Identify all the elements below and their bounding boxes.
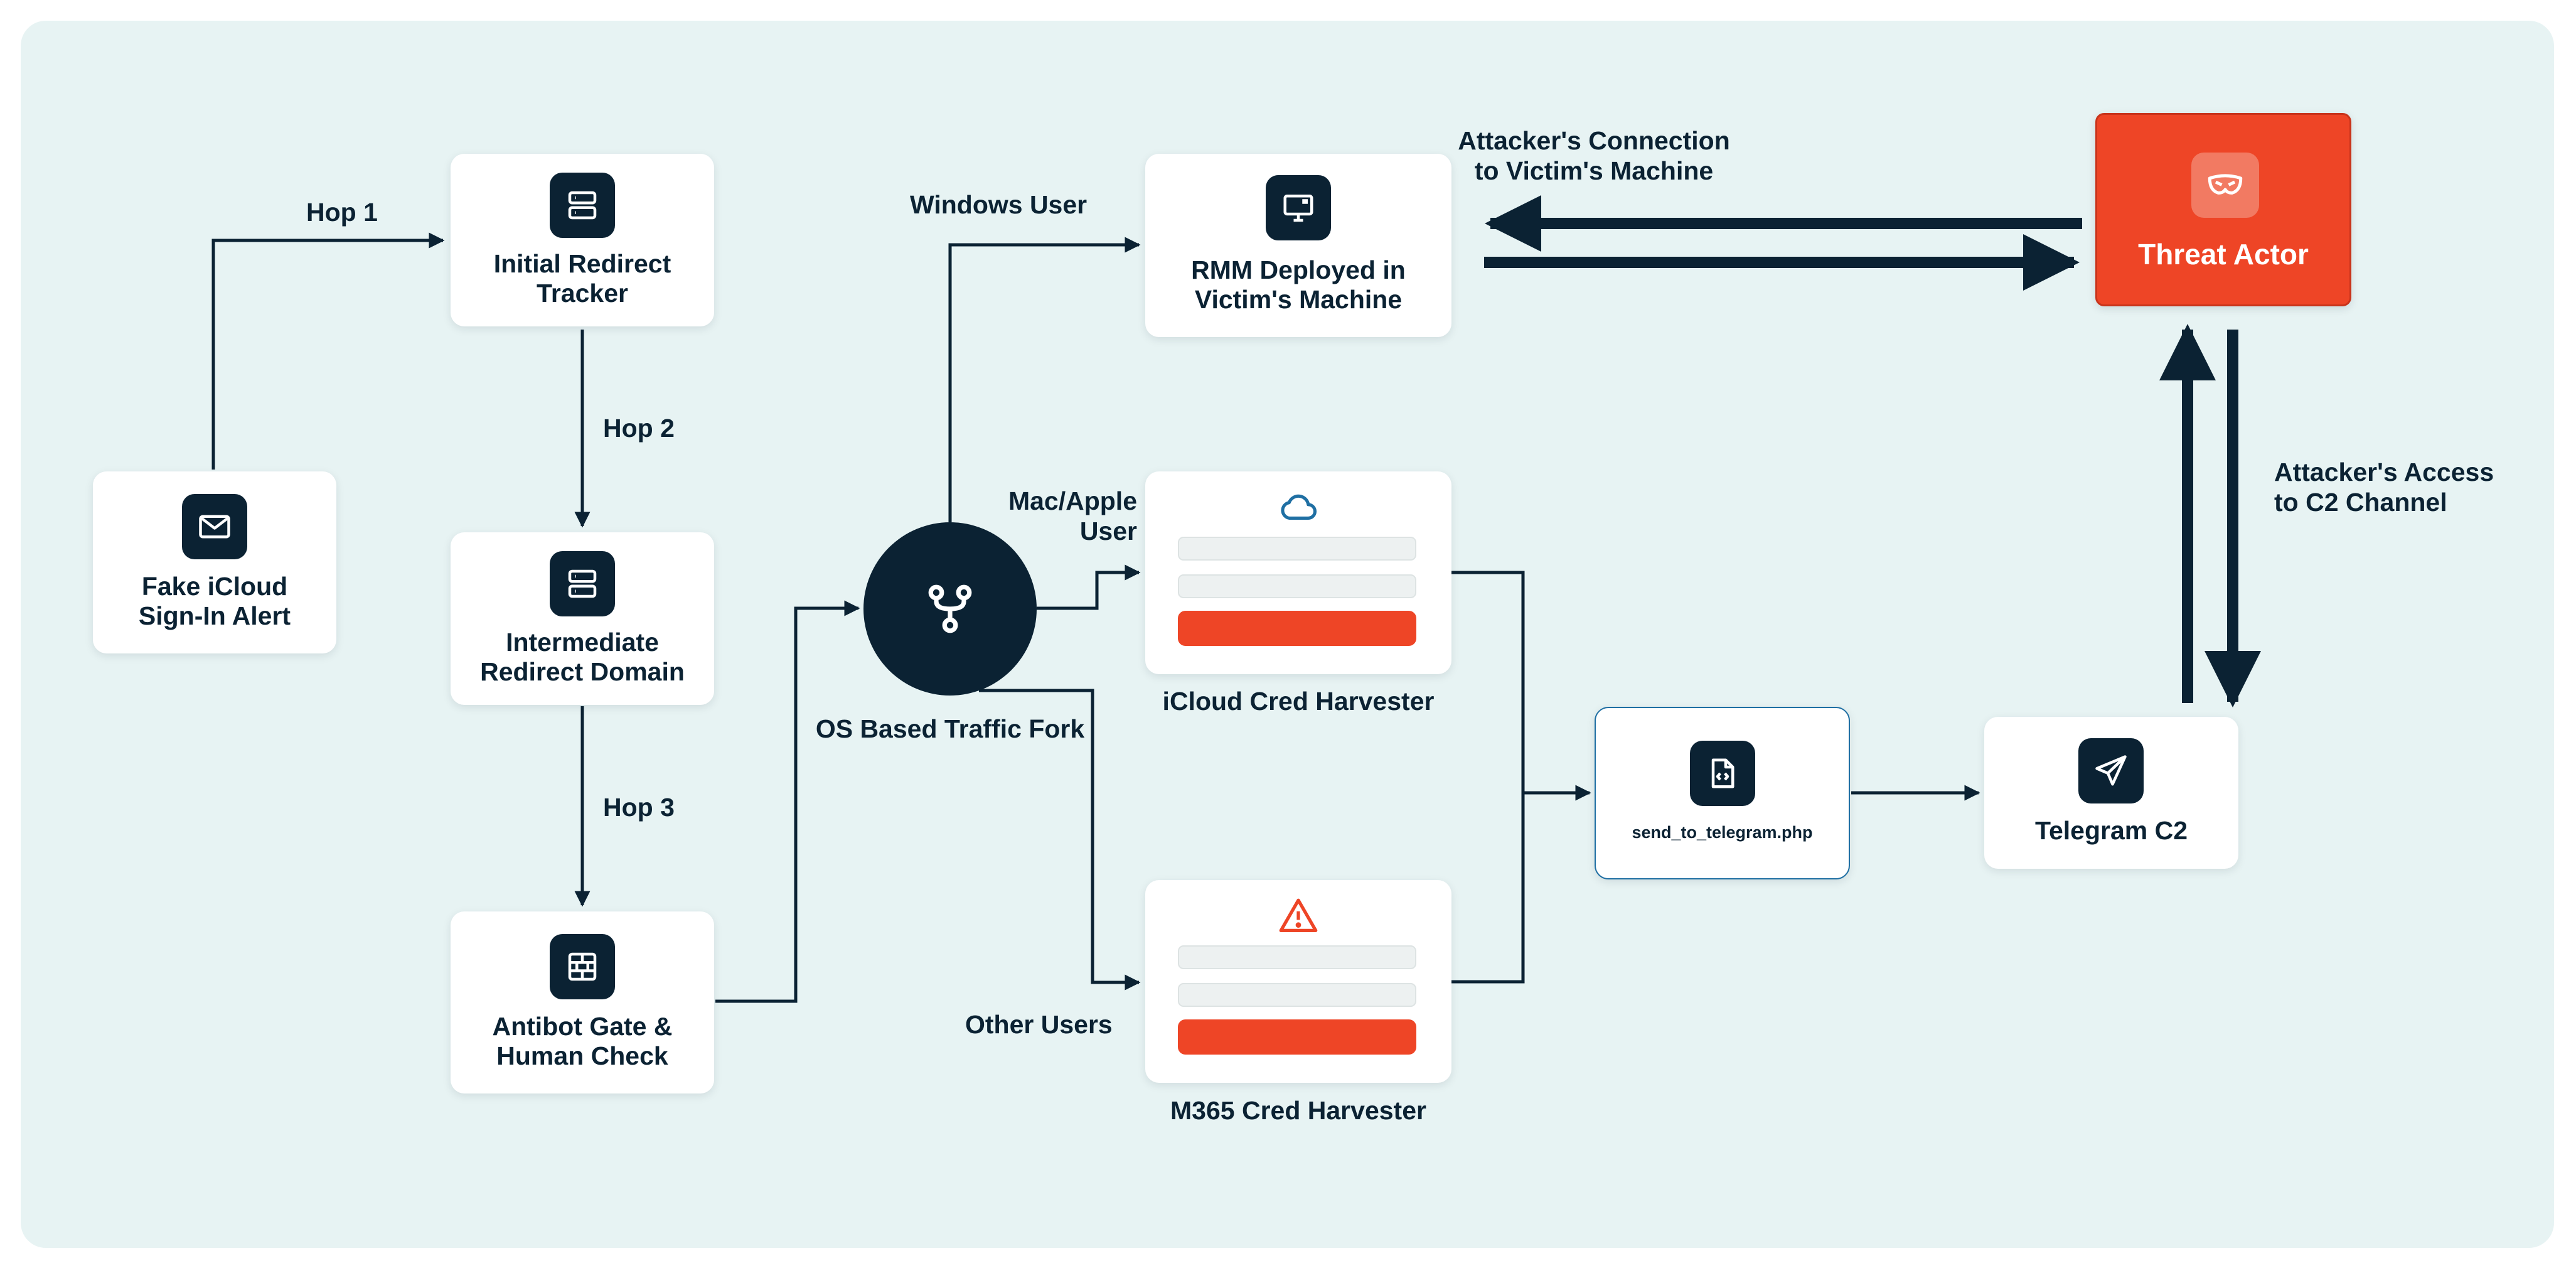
sign-in-button-placeholder [1178, 611, 1416, 646]
threat-actor-node: Threat Actor [2095, 113, 2351, 306]
other-users-label: Other Users [965, 1010, 1113, 1039]
server-icon [550, 173, 615, 238]
icloud-harvester-node [1145, 471, 1451, 674]
server-icon [550, 551, 615, 616]
password-field-placeholder [1178, 983, 1416, 1007]
intermediate-redirect-domain-label: Intermediate Redirect Domain [480, 628, 685, 686]
windows-user-label: Windows User [910, 190, 1088, 219]
icloud-harvester-label: iCloud Cred Harvester [1162, 687, 1435, 716]
fork-icon [928, 584, 972, 633]
mac-apple-user-label: Mac/Apple User [1008, 486, 1137, 545]
telegram-c2-label: Telegram C2 [2034, 816, 2188, 845]
hop3-label: Hop 3 [603, 793, 675, 822]
antibot-gate-label: Antibot Gate & Human Check [492, 1012, 673, 1070]
initial-redirect-tracker-label: Initial Redirect Tracker [493, 249, 671, 308]
firewall-icon [550, 934, 615, 999]
other-users-connector [979, 689, 1141, 991]
rmm-deployed-label: RMM Deployed in Victim's Machine [1191, 255, 1406, 314]
rmm-deployed-node: RMM Deployed in Victim's Machine [1145, 154, 1451, 337]
telegram-c2-node: Telegram C2 [1984, 717, 2238, 869]
hop1-label: Hop 1 [306, 198, 378, 227]
attacker-connection-label: Attacker's Connection to Victim's Machin… [1458, 126, 1730, 185]
antibot-gate-node: Antibot Gate & Human Check [451, 911, 714, 1093]
hop2-label: Hop 2 [603, 414, 675, 443]
username-field-placeholder [1178, 537, 1416, 561]
attacker-access-label: Attacker's Access to C2 Channel [2274, 458, 2494, 517]
cloud-icon [1281, 494, 1317, 520]
mail-icon [182, 494, 247, 559]
antibot-to-fork-connector [715, 600, 860, 1003]
threat-actor-label: Threat Actor [2138, 238, 2309, 271]
initial-redirect-tracker-node: Initial Redirect Tracker [451, 154, 714, 326]
hop1-connector [211, 232, 445, 470]
username-field-placeholder [1178, 945, 1416, 969]
send-to-telegram-php-node: send_to_telegram.php [1595, 707, 1850, 879]
icloud-to-php-connector [1451, 571, 1525, 984]
password-field-placeholder [1178, 574, 1416, 598]
windows-user-connector [948, 237, 1141, 522]
monitor-icon [1266, 175, 1331, 240]
code-file-icon [1690, 741, 1755, 806]
send-icon [2078, 738, 2144, 803]
os-traffic-fork-label: OS Based Traffic Fork [815, 714, 1085, 743]
send-to-telegram-php-label: send_to_telegram.php [1632, 823, 1813, 842]
mac-user-connector [1037, 564, 1141, 610]
m365-harvester-label: M365 Cred Harvester [1170, 1096, 1426, 1125]
sign-in-button-placeholder [1178, 1019, 1416, 1055]
mask-icon [2191, 153, 2259, 218]
fake-icloud-alert-label: Fake iCloud Sign-In Alert [138, 572, 291, 630]
fake-icloud-alert-node: Fake iCloud Sign-In Alert [93, 471, 336, 653]
os-traffic-fork-node [863, 522, 1037, 696]
m365-harvester-node [1145, 880, 1451, 1083]
intermediate-redirect-domain-node: Intermediate Redirect Domain [451, 532, 714, 705]
warning-icon [1279, 898, 1318, 932]
